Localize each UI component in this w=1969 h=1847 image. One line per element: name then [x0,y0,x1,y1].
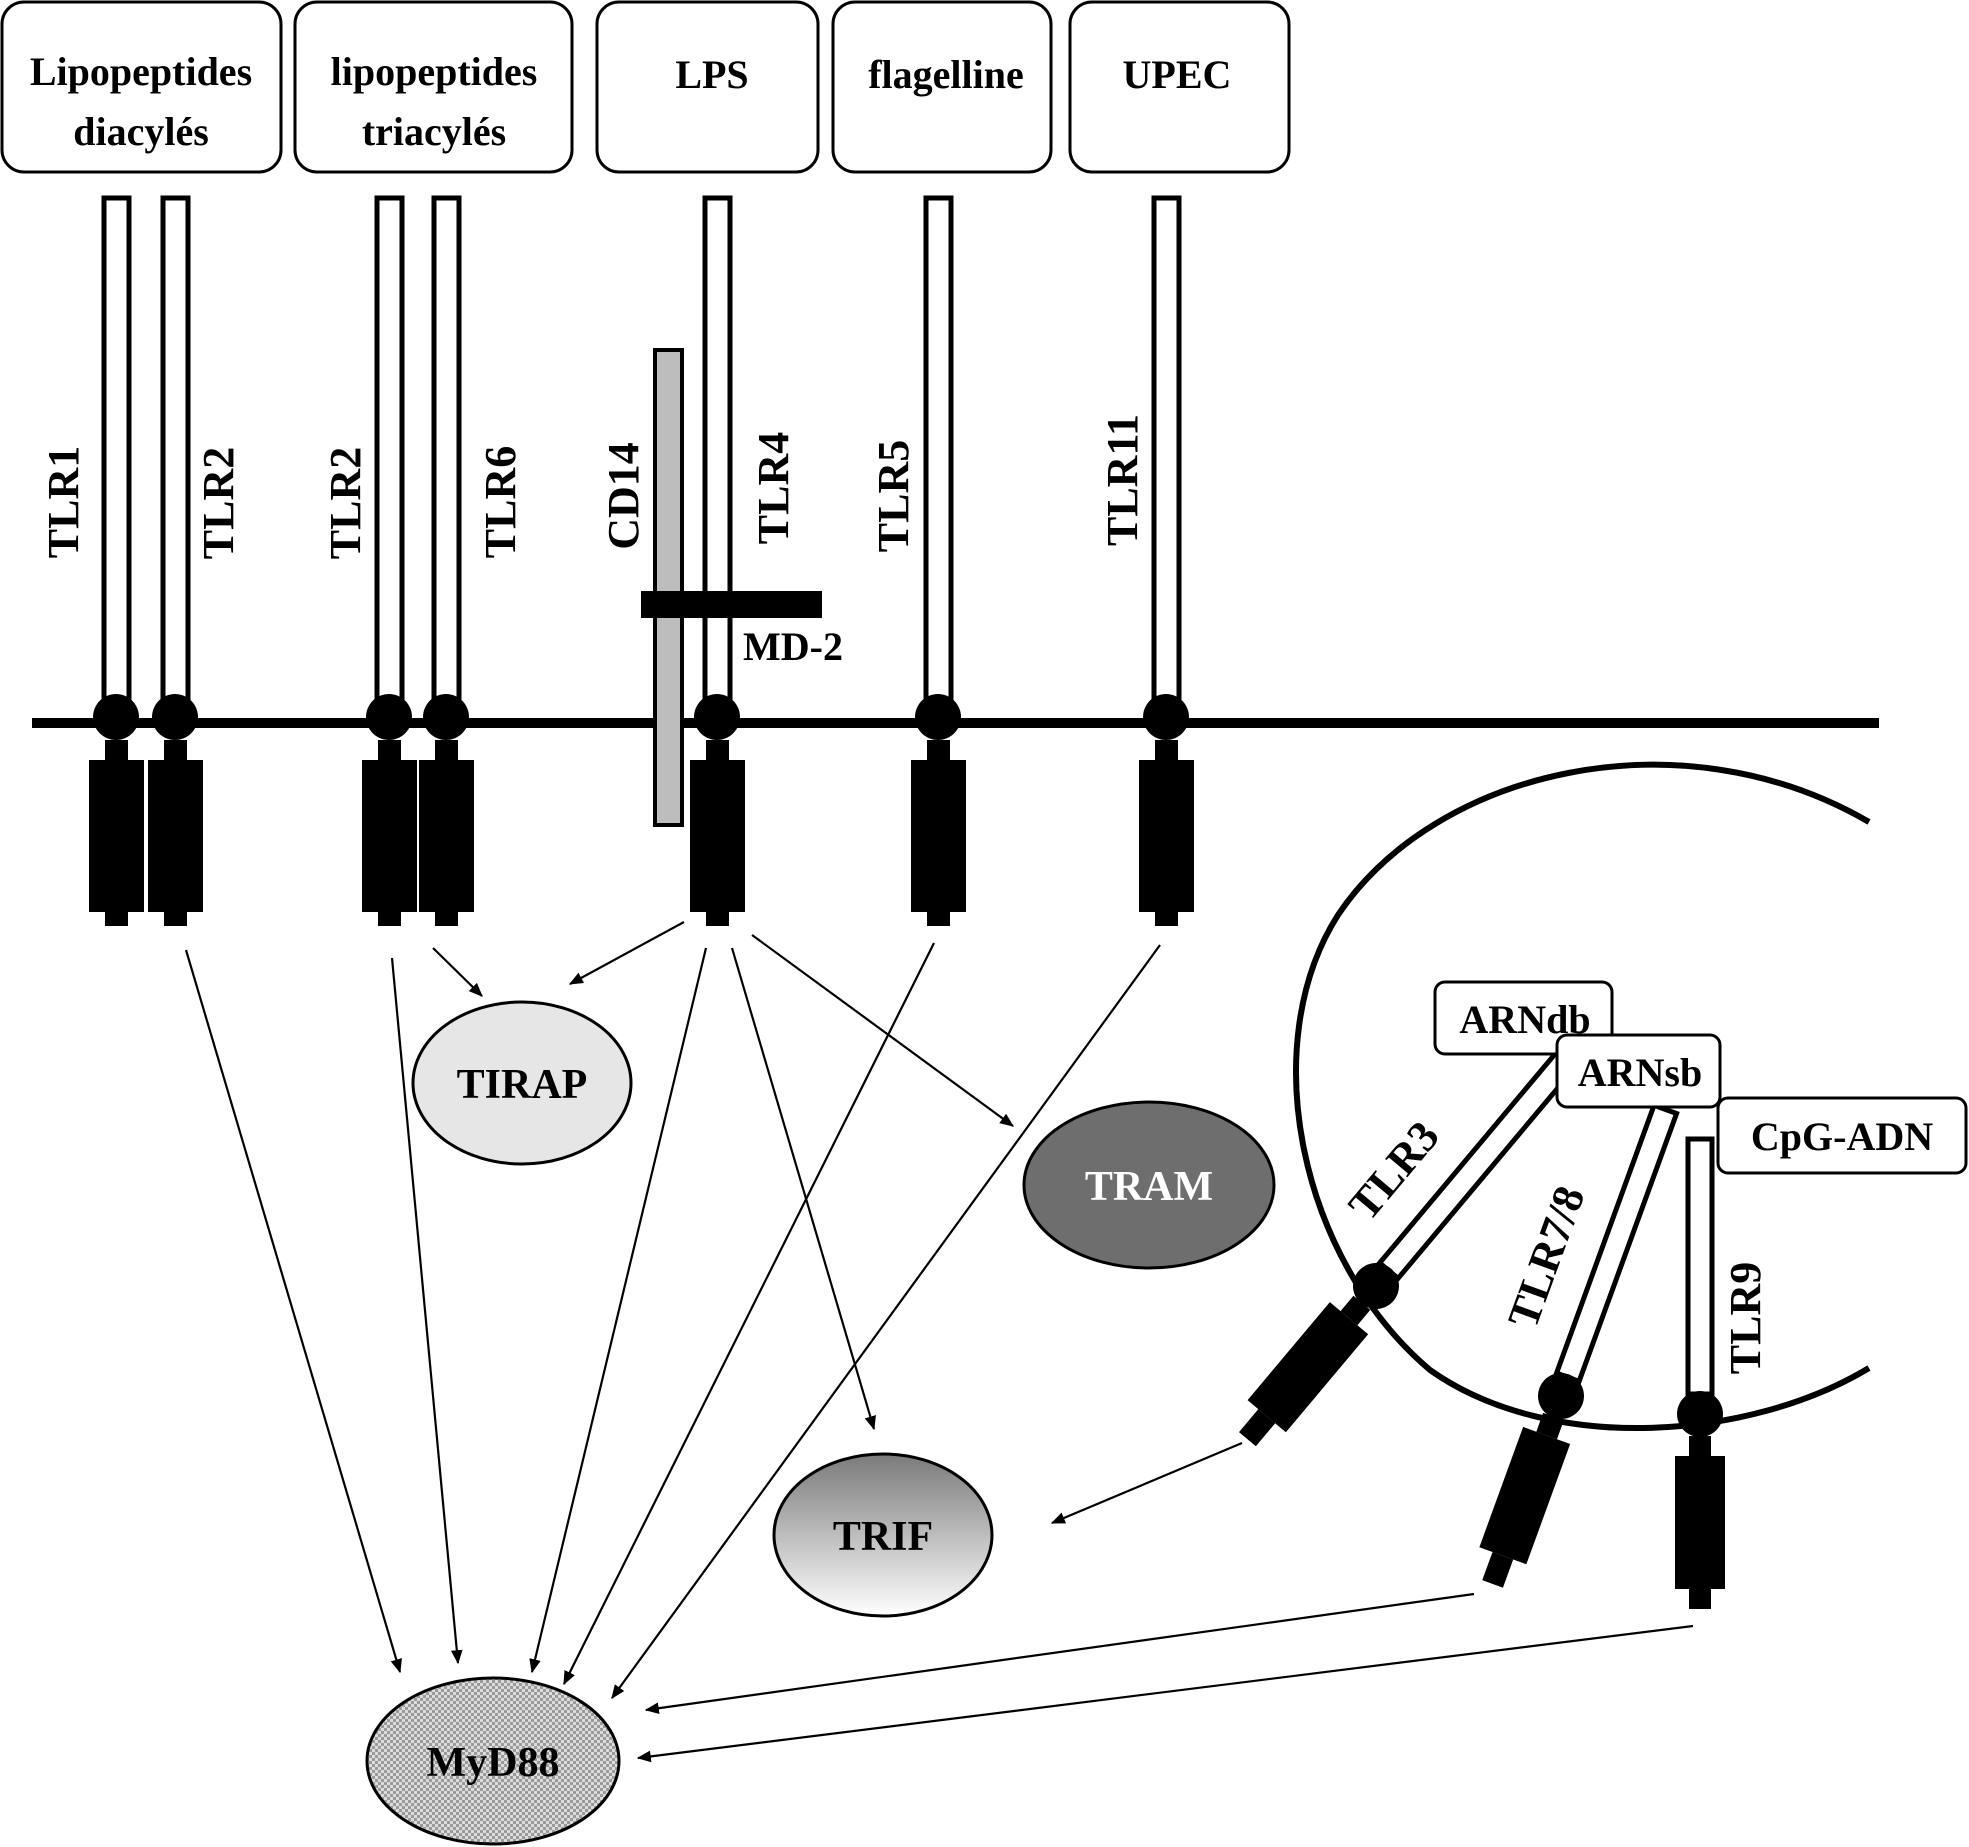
tlr2-receptor-a [148,195,203,926]
ligand-flagelline: flagelline [868,52,1024,97]
tlr1-receptor [89,195,144,926]
tlr11-label: TLR11 [1098,414,1147,546]
tlr6-label: TLR6 [476,446,525,558]
arrow-tlr4-to-myd88 [529,947,708,1674]
myd88-label: MyD88 [427,1740,560,1786]
arrow-tlr5-to-myd88 [563,942,935,1686]
trif-label: TRIF [833,1514,933,1560]
tlr3-receptor [1239,1050,1578,1447]
tlr2-label-b: TLR2 [321,447,370,559]
ligand-triacyl-line2: triacylés [362,109,506,154]
md2-label: MD-2 [743,624,843,669]
md2-protein [641,591,822,618]
arrow-tlr78-to-myd88 [644,1592,1475,1714]
ligand-upec: UPEC [1123,52,1232,97]
trif-adaptor: TRIF [772,1452,994,1618]
tirap-adaptor: TIRAP [411,1000,633,1166]
ligand-box-diacyl: Lipopeptides diacylés [0,0,283,174]
tlr78-receptor [1479,1102,1680,1588]
ligand-diacyl-line2: diacylés [73,109,209,154]
ligand-cpg: CpG-ADN [1751,1114,1933,1159]
arrow-tlr6-to-tirap [432,947,483,997]
tlr5-receptor [911,195,966,926]
ligand-triacyl-line1: lipopeptides [331,49,538,94]
ligand-lps: LPS [675,52,748,97]
tlr9-receptor [1675,1136,1725,1609]
arrow-tlr4-to-tirap [568,921,685,985]
tirap-label: TIRAP [457,1062,588,1108]
arrow-tlr2b-to-myd88 [390,957,463,1665]
ligand-box-arnsb: ARNsb [1555,1033,1722,1109]
tlr4-receptor [690,195,745,926]
arrow-tlr11-to-myd88 [611,944,1161,1699]
arrow-tlr4-to-trif [730,947,876,1431]
tlr4-label: TLR4 [749,432,798,544]
tlr2-receptor-b [362,195,417,926]
tlr2-label-a: TLR2 [194,447,243,559]
arrow-tlr2-to-myd88 [184,949,402,1674]
ligand-box-triacyl: lipopeptides triacylés [293,0,574,174]
arrow-tlr3-to-trif [1050,1441,1243,1525]
tram-adaptor: TRAM [1022,1100,1276,1270]
tram-label: TRAM [1085,1164,1213,1210]
ligand-box-lps: LPS [595,0,820,174]
ligand-box-upec: UPEC [1068,0,1291,174]
tlr11-receptor [1139,195,1194,926]
arrow-tlr4-to-tram [751,934,1014,1127]
myd88-adaptor: MyD88 [365,1676,621,1846]
ligand-arnsb: ARNsb [1578,1050,1702,1095]
cd14-label: CD14 [599,442,648,550]
arrow-tlr9-to-myd88 [636,1624,1694,1763]
signaling-arrows [184,921,1694,1763]
ligand-diacyl-line1: Lipopeptides [30,49,252,94]
cd14-protein [653,348,684,827]
tlr1-label: TLR1 [39,446,88,558]
tlr5-label: TLR5 [869,440,918,552]
ligand-box-cpg: CpG-ADN [1716,1096,1968,1175]
tlr9-label: TLR9 [1721,1262,1770,1374]
tlr6-receptor [419,195,474,926]
ligand-box-flagelline: flagelline [831,0,1053,174]
endosome-membrane [1293,761,1871,1432]
